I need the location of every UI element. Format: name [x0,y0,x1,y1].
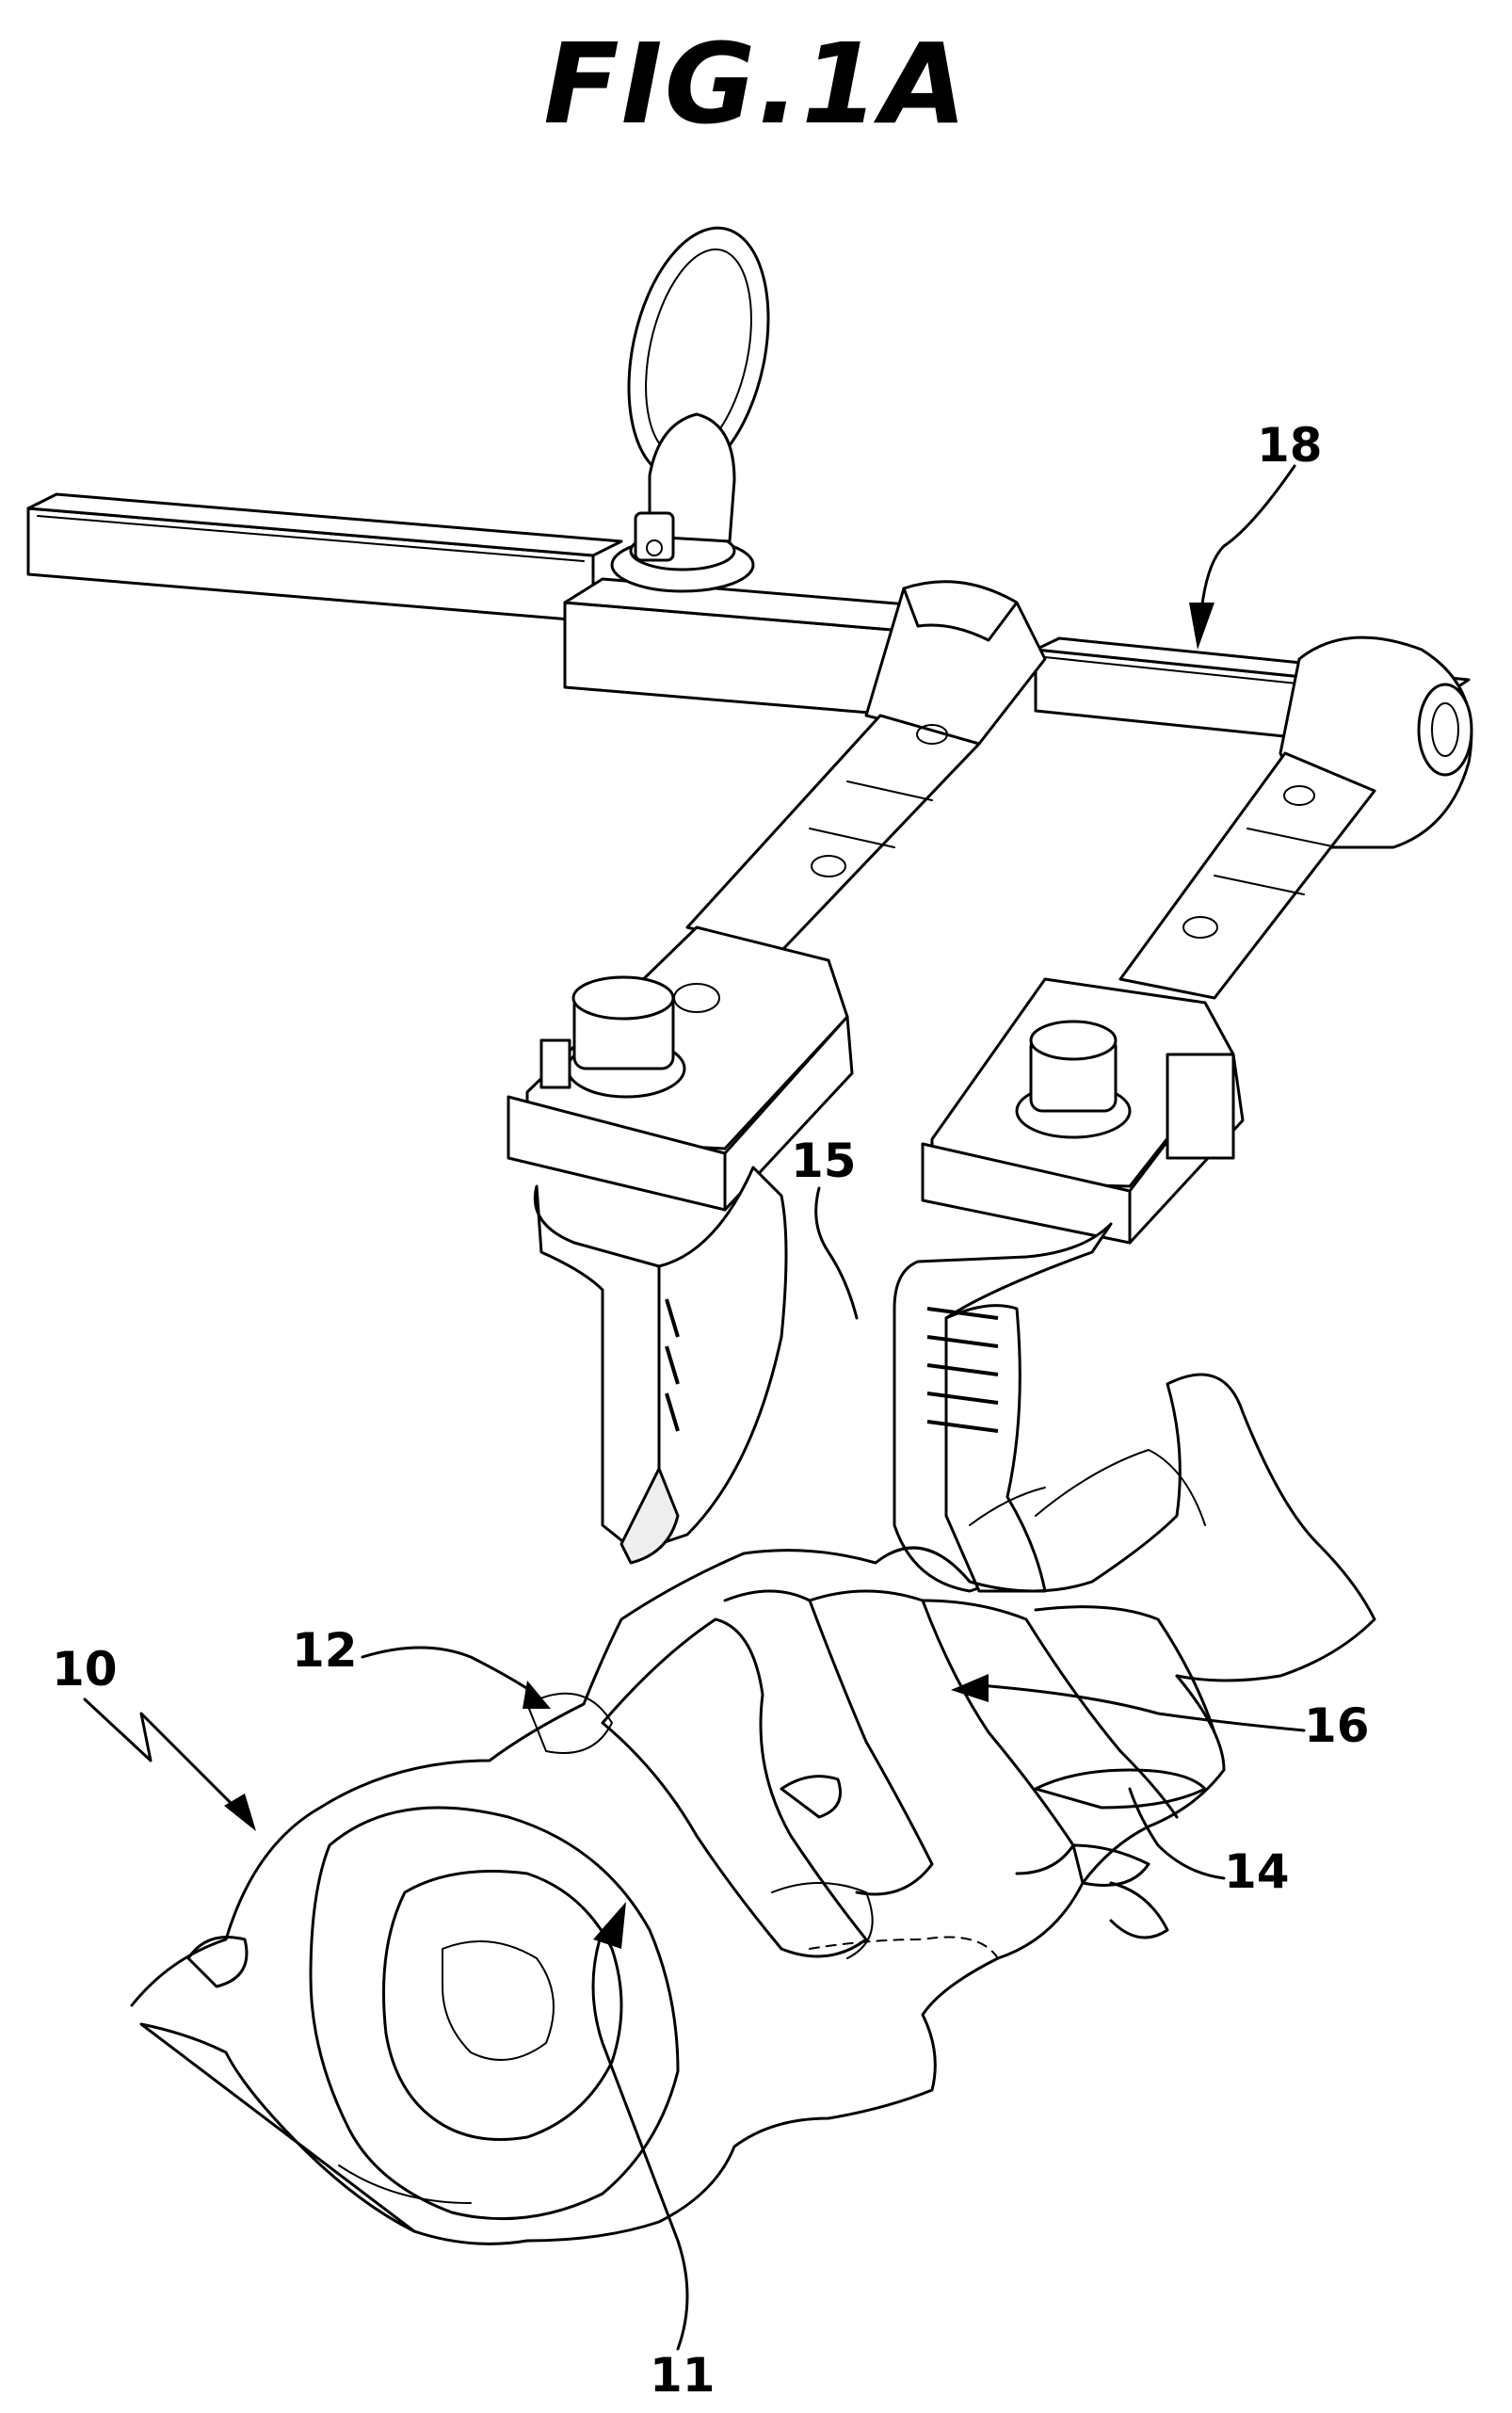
label-15: 15 [791,1134,857,1188]
label-18: 18 [1257,418,1323,473]
thumbscrew-knob [607,215,789,591]
label-11: 11 [650,2348,716,2403]
left-blade [535,1167,786,1563]
vertebral-column [132,1375,1375,2244]
label-14: 14 [1224,1844,1290,1899]
label-10: 10 [52,1642,118,1697]
label-12: 12 [292,1623,358,1678]
label-16: 16 [1304,1698,1370,1753]
right-blade [894,1224,1111,1591]
